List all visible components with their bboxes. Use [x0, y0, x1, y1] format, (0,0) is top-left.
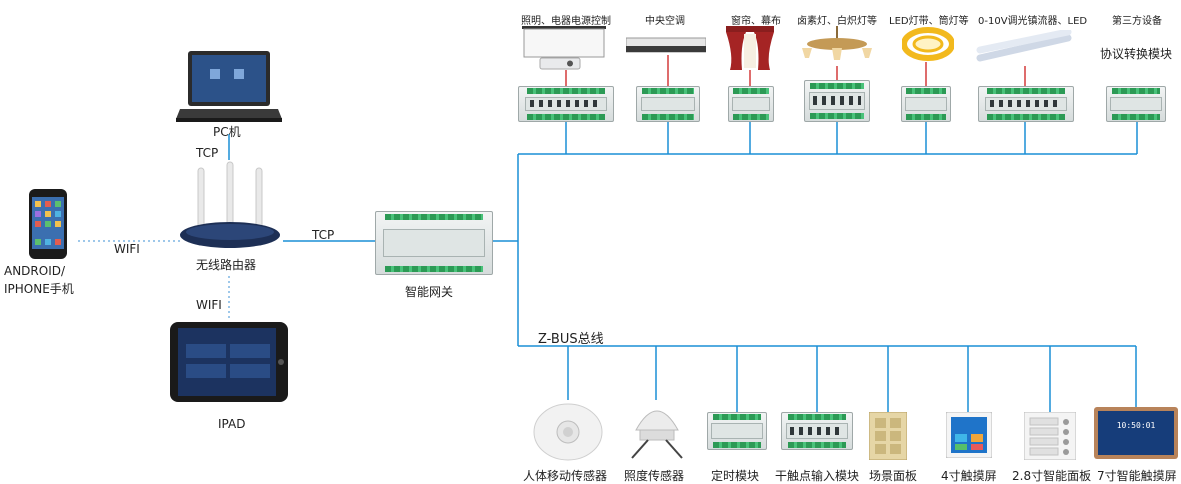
bottom-device-label-6: 4寸触摸屏: [941, 469, 997, 483]
tcp-up-label: TCP: [196, 146, 219, 160]
led-tube-icon: [976, 28, 1072, 64]
phone-label-1: ANDROID/: [4, 264, 66, 278]
bottom-device-label-1: 人体移动传感器: [523, 469, 608, 483]
top-device-label-6: 0-10V调光镇流器、LED: [978, 16, 1088, 27]
protocol-converter-label: 协议转换模块: [1100, 47, 1173, 61]
phone-label-2: IPHONE手机: [4, 282, 74, 296]
bottom-device-label-7: 2.8寸智能面板: [1012, 469, 1092, 483]
top-device-label-3: 窗帘、幕布: [731, 16, 781, 27]
touchscreen-7inch-icon: 10:50:01: [1094, 407, 1178, 459]
wireless-router-icon: [178, 160, 282, 250]
led-driver-module: [901, 86, 951, 122]
light-sensor-icon: [626, 396, 688, 462]
smartphone-icon: [29, 189, 67, 259]
wifi-down-label: WIFI: [196, 298, 222, 312]
protocol-converter-module: [1106, 86, 1166, 122]
pc-label: PC机: [213, 125, 241, 139]
ipad-label: IPAD: [218, 417, 246, 431]
top-device-label-2: 中央空调: [645, 16, 685, 27]
top-device-label-1: 照明、电器电源控制: [521, 16, 611, 27]
chandelier-icon: [796, 26, 878, 66]
wifi-left-label: WIFI: [114, 242, 140, 256]
central-ac-icon: [625, 36, 707, 56]
motion-sensor-icon: [532, 398, 604, 462]
scene-panel-icon: [868, 411, 908, 461]
bottom-device-label-2: 照度传感器: [624, 469, 685, 483]
tcp-right-label: TCP: [312, 228, 335, 242]
z-bus-label: Z-BUS总线: [538, 332, 604, 347]
curtain-icon: [726, 26, 774, 70]
top-device-label-5: LED灯带、筒灯等: [889, 16, 969, 27]
smart-gateway-module: [375, 211, 493, 275]
bottom-device-label-4: 干触点输入模块: [775, 469, 860, 483]
bottom-device-label-3: 定时模块: [711, 469, 760, 483]
dimmer-module: [804, 80, 870, 122]
dry-contact-input-module: [781, 412, 853, 450]
smart-panel-2-8inch-icon: [1023, 411, 1077, 461]
central-ac-module: [636, 86, 700, 122]
led-strip-icon: [901, 26, 955, 62]
laptop-pc-icon: [176, 49, 282, 123]
curtain-control-module: [728, 86, 774, 122]
top-device-label-7: 第三方设备: [1112, 16, 1162, 27]
lighting-power-control-module: [518, 86, 614, 122]
gateway-label: 智能网关: [405, 285, 454, 299]
ballast-dimming-module: [978, 86, 1074, 122]
touchscreen-7inch-time: 10:50:01: [1116, 421, 1156, 430]
touchscreen-4inch-icon: [945, 411, 993, 459]
top-device-label-4: 卤素灯、白炽灯等: [797, 16, 877, 27]
router-label: 无线路由器: [196, 258, 257, 272]
timer-module: [707, 412, 767, 450]
bottom-device-label-8: 7寸智能触摸屏: [1097, 469, 1177, 483]
ipad-tablet-icon: [170, 322, 288, 402]
projector-screen-icon: [518, 26, 610, 72]
bottom-device-label-5: 场景面板: [869, 469, 918, 483]
